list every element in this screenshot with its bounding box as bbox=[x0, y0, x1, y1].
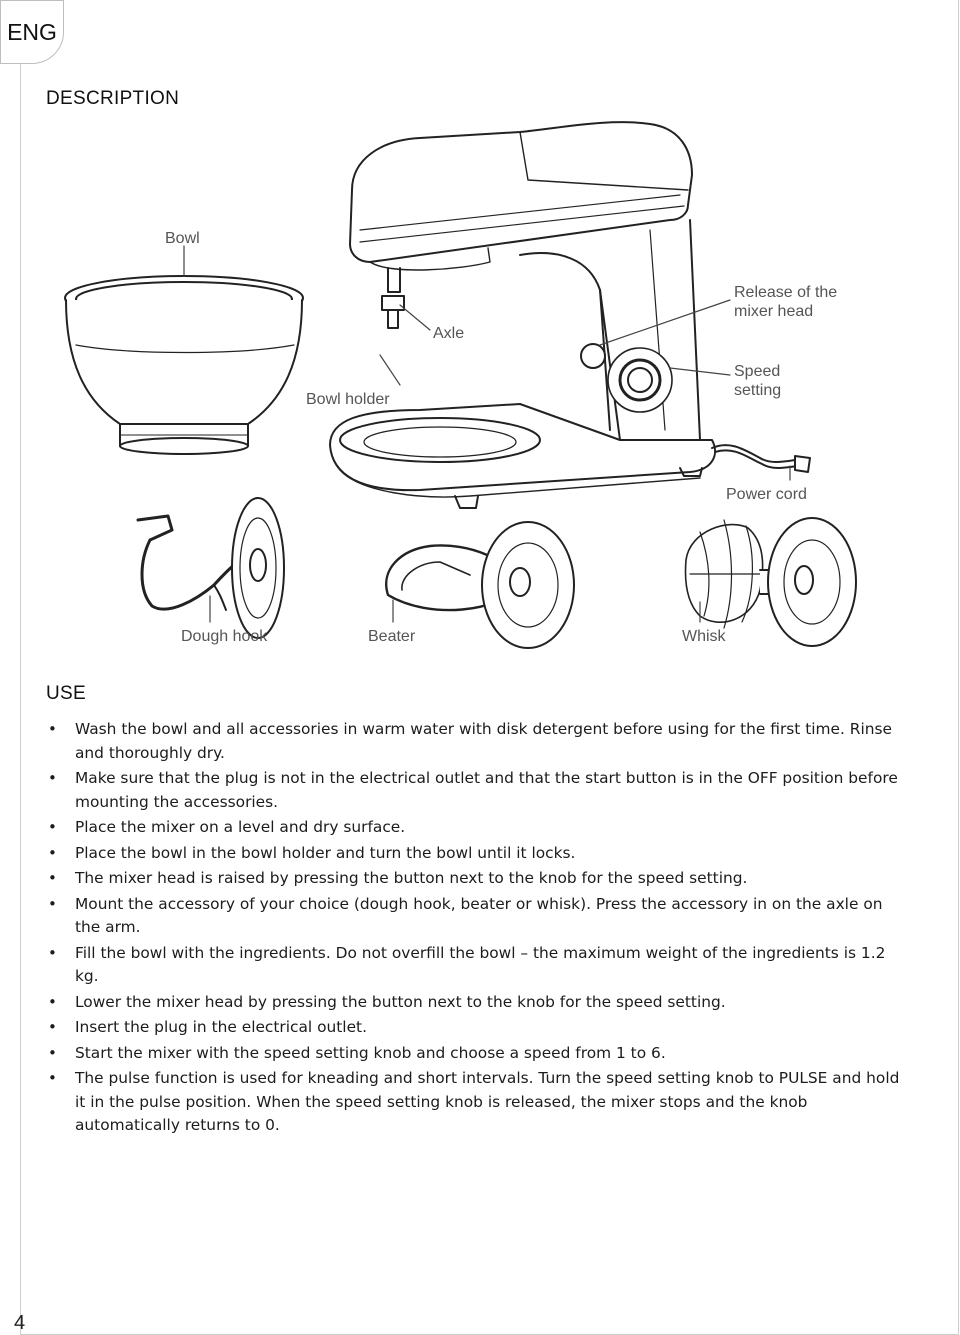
use-item: The mixer head is raised by pressing the… bbox=[46, 867, 906, 891]
use-item: Mount the accessory of your choice (doug… bbox=[46, 893, 906, 940]
use-item: Place the mixer on a level and dry surfa… bbox=[46, 816, 906, 840]
mixer-diagram bbox=[0, 0, 960, 660]
use-instructions-list: Wash the bowl and all accessories in war… bbox=[46, 718, 906, 1140]
use-item: Start the mixer with the speed setting k… bbox=[46, 1042, 906, 1066]
label-bowl: Bowl bbox=[165, 229, 200, 248]
label-bowl-holder: Bowl holder bbox=[306, 390, 390, 409]
use-item: Fill the bowl with the ingredients. Do n… bbox=[46, 942, 906, 989]
label-whisk: Whisk bbox=[682, 627, 726, 646]
use-item: Place the bowl in the bowl holder and tu… bbox=[46, 842, 906, 866]
label-speed-line2: setting bbox=[734, 381, 781, 400]
use-title: USE bbox=[46, 683, 86, 705]
label-release-line2: mixer head bbox=[734, 302, 813, 321]
label-beater: Beater bbox=[368, 627, 415, 646]
label-axle: Axle bbox=[433, 324, 464, 343]
label-power-cord: Power cord bbox=[726, 485, 807, 504]
dough-hook-illustration bbox=[138, 498, 284, 638]
page-number: 4 bbox=[14, 1312, 25, 1335]
bowl-illustration bbox=[65, 276, 303, 454]
use-item: Wash the bowl and all accessories in war… bbox=[46, 718, 906, 765]
use-item: The pulse function is used for kneading … bbox=[46, 1067, 906, 1138]
use-item: Insert the plug in the electrical outlet… bbox=[46, 1016, 906, 1040]
label-release-line1: Release of the bbox=[734, 283, 837, 302]
use-item: Lower the mixer head by pressing the but… bbox=[46, 991, 906, 1015]
label-dough-hook: Dough hook bbox=[181, 627, 267, 646]
use-item: Make sure that the plug is not in the el… bbox=[46, 767, 906, 814]
label-speed-line1: Speed bbox=[734, 362, 780, 381]
